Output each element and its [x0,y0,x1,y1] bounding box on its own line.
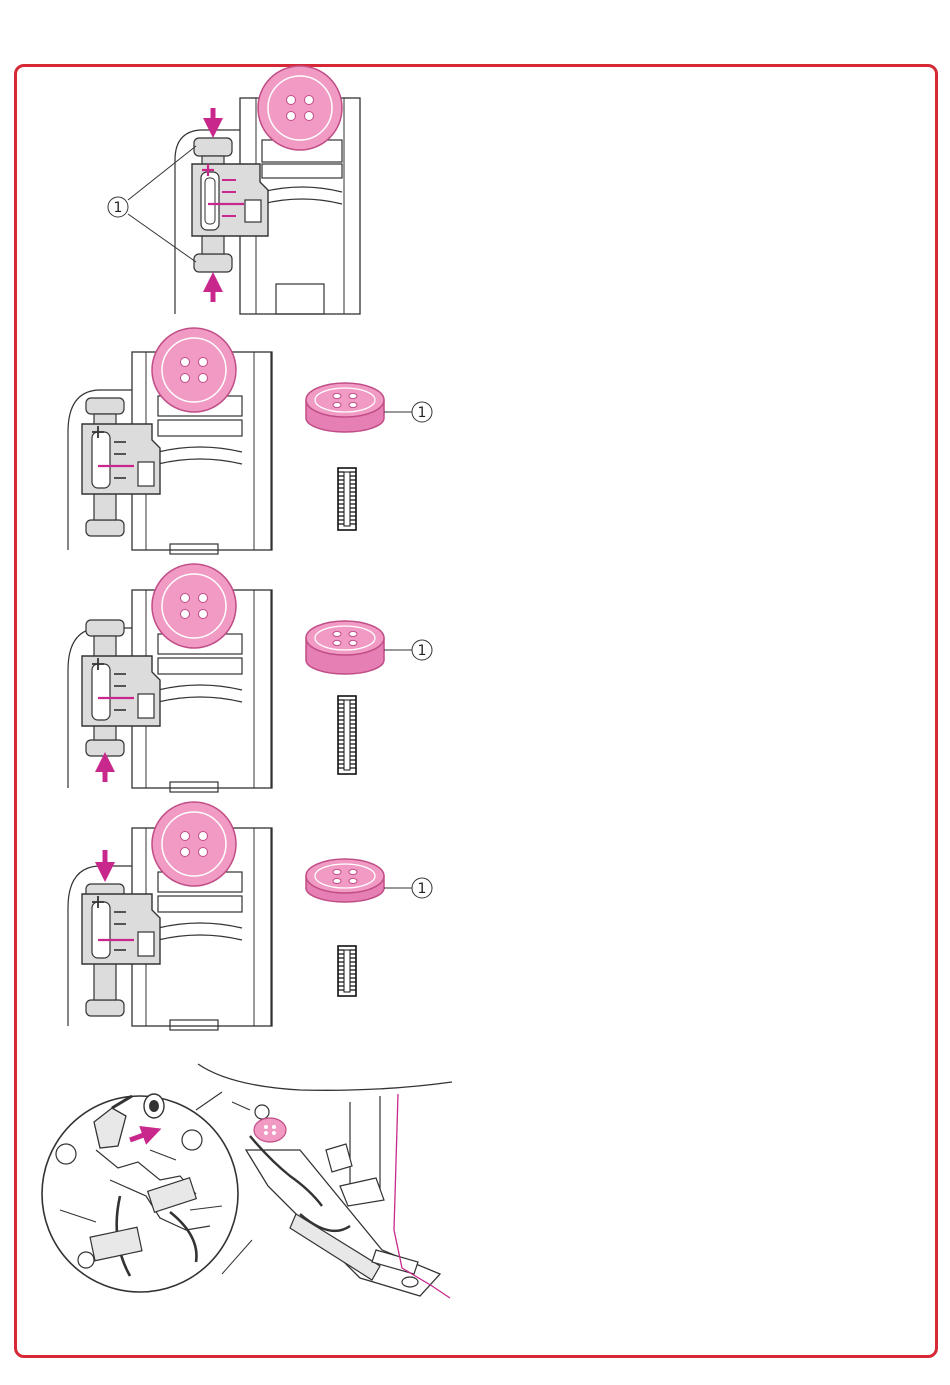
button-icon [152,564,236,648]
figure-1-button-holder: 1 [108,66,360,314]
callout-number: 1 [418,405,427,421]
button-icon [152,802,236,886]
callout-number: 1 [418,643,427,659]
buttonhole-stitch-icon [338,946,356,996]
button-icon [254,1118,286,1142]
callout-number: 1 [418,881,427,897]
button-side-view-thick [306,621,384,674]
button-icon [258,66,342,150]
figure-3-button-holder [68,564,272,792]
figure-4-button-holder [68,802,272,1030]
button-side-view [306,383,384,432]
button-icon [152,328,236,412]
buttonhole-stitch-icon [338,696,356,774]
callout-number: 1 [114,200,123,216]
figure-5-plug-connection [42,1064,452,1298]
button-side-view-thin [306,859,384,902]
figure-2-button-holder [68,328,272,554]
buttonhole-stitch-icon [338,468,356,530]
